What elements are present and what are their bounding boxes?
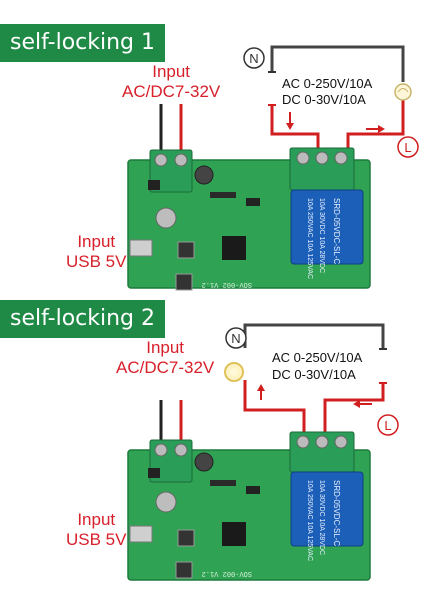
inductor [194, 452, 214, 472]
spec-dc: DC 0-30V/10A [272, 367, 356, 382]
spec-ac: AC 0-250V/10A [282, 76, 373, 91]
terminal-screw [174, 443, 188, 457]
capacitor [155, 207, 177, 229]
live-symbol: L [377, 414, 399, 436]
diagram-2: N L 10A 250VAC 10A 125VAC 10A 30VDC 10A … [127, 323, 399, 581]
relay-model: SRD-05VDC-SL-C [332, 480, 341, 546]
inductor [194, 165, 214, 185]
load-wire-red-2 [323, 383, 385, 435]
terminal-screw [296, 435, 310, 449]
section-2-title: self-locking 2 [0, 300, 166, 338]
mcu-chip [222, 522, 246, 546]
board-marking: SOV-002 V1.2 [202, 569, 252, 577]
current-arrow-up [257, 384, 265, 400]
section-1-title: self-locking 1 [0, 24, 166, 62]
relay [290, 471, 364, 547]
terminal-screw [315, 151, 329, 165]
terminal-screw [334, 151, 348, 165]
input-dc-label: Input AC/DC7-32V [116, 338, 215, 377]
svg-text:N: N [249, 51, 258, 66]
mcu-chip [222, 236, 246, 260]
chip [210, 192, 236, 198]
push-button [175, 273, 193, 291]
relay-rating-ac: 10A 250VAC 10A 125VAC [306, 480, 313, 561]
input-usb-label: Input USB 5V [66, 510, 127, 549]
push-button [177, 529, 195, 547]
relay-model: SRD-05VDC-SL-C [332, 198, 341, 264]
neutral-symbol: N [243, 47, 265, 69]
relay-rating-dc: 10A 30VDC 10A 28VDC [318, 198, 325, 273]
lamp-icon [224, 362, 244, 382]
terminal-screw [334, 435, 348, 449]
relay [290, 189, 364, 265]
relay-rating-dc: 10A 30VDC 10A 28VDC [318, 480, 325, 555]
svg-text:L: L [384, 418, 391, 433]
board-marking: SOV-002 V1.2 [202, 280, 252, 288]
svg-text:N: N [231, 331, 240, 346]
terminal-screw [154, 443, 168, 457]
chip [246, 198, 260, 206]
load-wire-black [243, 323, 385, 349]
push-button [175, 561, 193, 579]
current-arrow-left [353, 400, 372, 408]
load-wire-red-2 [346, 100, 405, 155]
svg-text:L: L [404, 140, 411, 155]
input-dc-label: Input AC/DC7-32V [122, 62, 221, 101]
chip [148, 468, 160, 478]
chip [148, 180, 160, 190]
push-button [177, 241, 195, 259]
load-wire-black [270, 45, 405, 82]
neutral-symbol: N [225, 327, 247, 349]
live-symbol: L [397, 136, 419, 158]
terminal-screw [296, 151, 310, 165]
lamp-icon [394, 83, 412, 101]
input-usb-label: Input USB 5V [66, 232, 127, 271]
terminal-screw [154, 153, 168, 167]
chip [210, 480, 236, 486]
spec-dc: DC 0-30V/10A [282, 92, 366, 107]
usb-port [129, 239, 153, 257]
capacitor [155, 491, 177, 513]
usb-port [129, 525, 153, 543]
relay-rating-ac: 10A 250VAC 10A 125VAC [306, 198, 313, 279]
spec-ac: AC 0-250V/10A [272, 350, 363, 365]
terminal-screw [315, 435, 329, 449]
diagram-1: N L 10A 250VAC 10A 125VAC 10A 30VDC 10A … [127, 45, 419, 291]
current-arrow-down [286, 112, 294, 130]
load-wire-red-1 [243, 380, 306, 435]
terminal-screw [174, 153, 188, 167]
load-wire-red-1 [270, 105, 320, 155]
chip [246, 486, 260, 494]
current-arrow-right [366, 125, 385, 133]
